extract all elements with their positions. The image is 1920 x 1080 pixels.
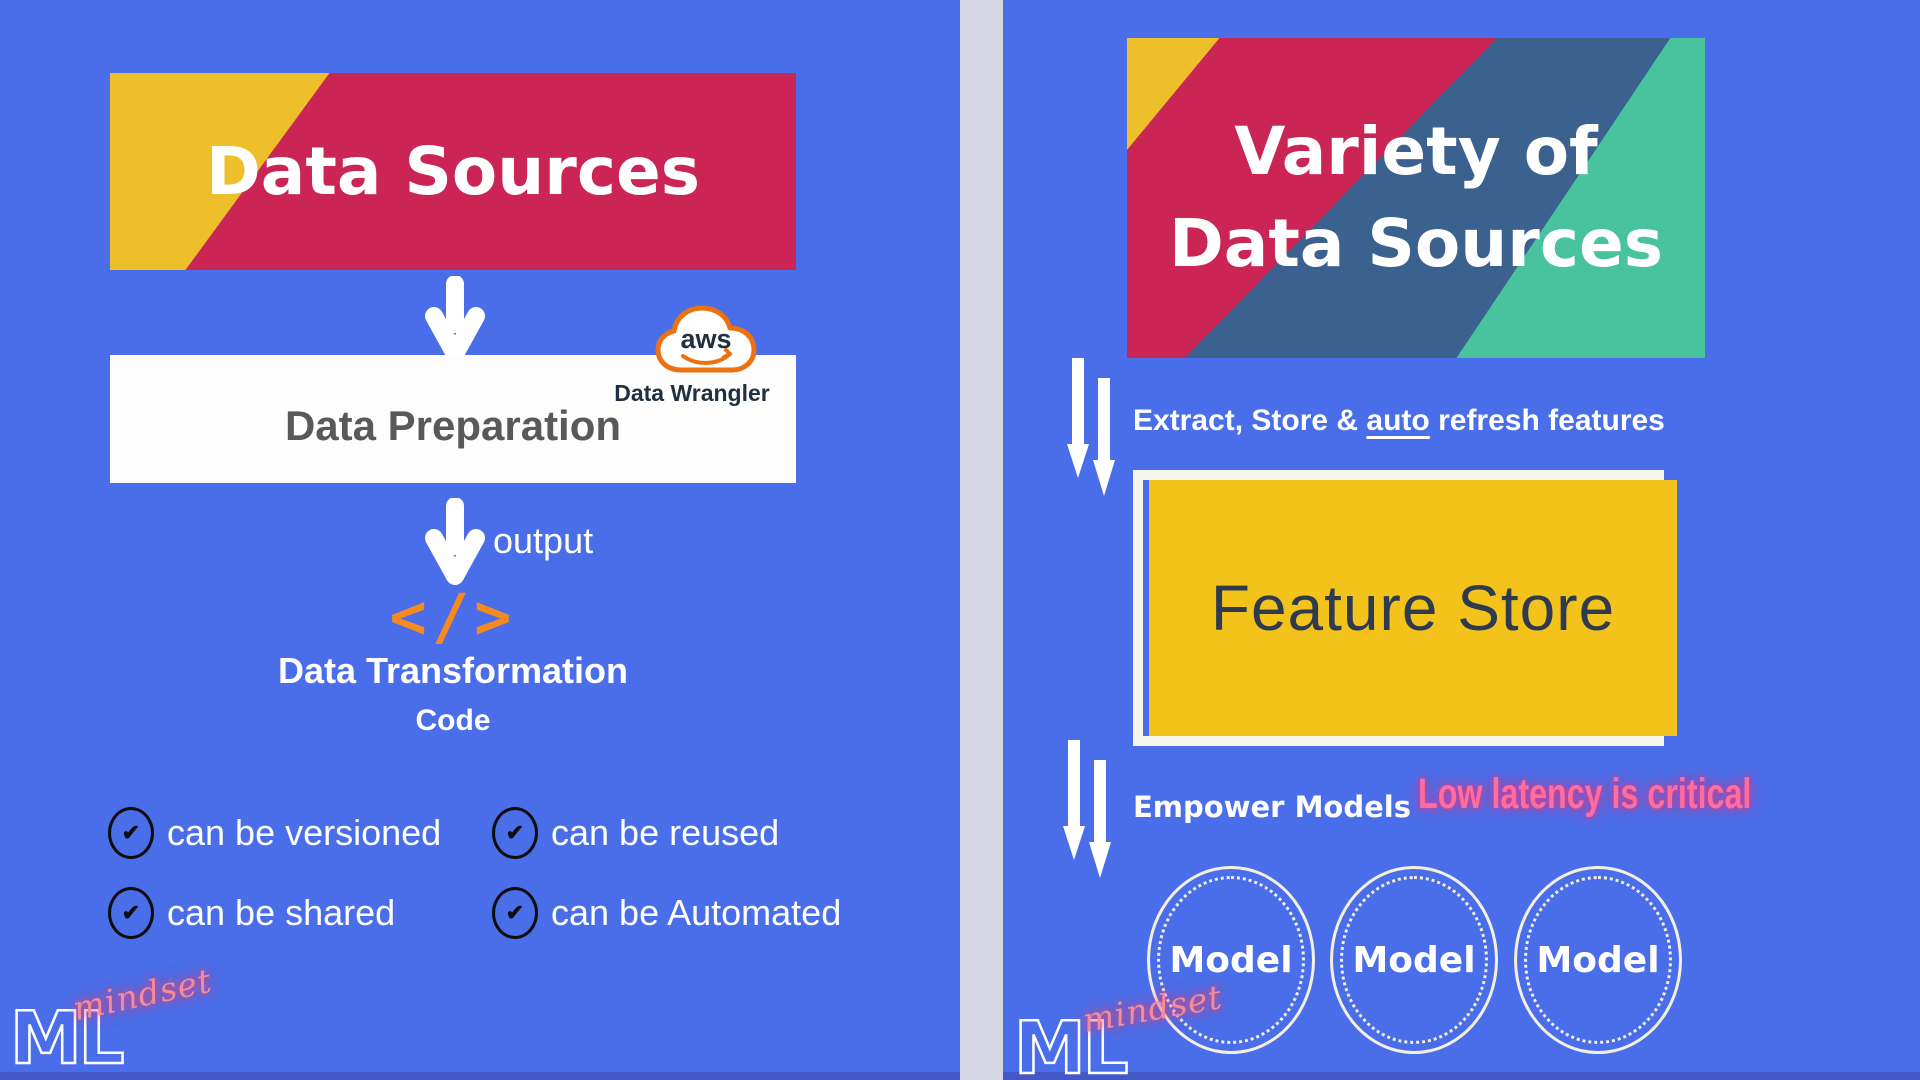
double-down-arrow-icon (1067, 358, 1115, 496)
circle-outer-ring (1330, 866, 1498, 1054)
low-latency-note: Low latency is critical (1418, 770, 1752, 818)
check-label: can be versioned (167, 812, 442, 853)
check-icon: ✔ (492, 807, 538, 859)
check-label: can be reused (551, 812, 780, 853)
circle-outer-ring (1514, 866, 1682, 1054)
code-icon: </> (389, 580, 517, 653)
model-circle: Model (1330, 866, 1498, 1054)
circle-outer-ring (1147, 866, 1315, 1054)
data-preparation-title: Data Preparation (284, 402, 622, 449)
panel-divider (960, 0, 1003, 1080)
circle-inner-ring (1524, 876, 1672, 1044)
check-icon: ✔ (108, 807, 154, 859)
double-down-arrow-icon (1063, 740, 1111, 878)
check-item: ✔ can be versioned (108, 806, 441, 860)
data-preparation-box: Data Preparation (110, 355, 796, 483)
ml-brand-logo: ML (9, 996, 126, 1080)
model-circle: Model (1514, 866, 1682, 1054)
data-transformation-subtitle: Code (415, 704, 491, 737)
down-arrow-icon (425, 276, 485, 363)
check-icon: ✔ (108, 887, 154, 939)
data-sources-title: Data Sources (206, 133, 700, 210)
model-label: Model (1169, 939, 1293, 981)
data-sources-header: Data Sources (110, 73, 796, 270)
output-label: output (493, 520, 594, 561)
data-wrangler-label: Data Wrangler (614, 380, 770, 406)
model-circle: Model (1147, 866, 1315, 1054)
circle-inner-ring (1157, 876, 1305, 1044)
check-item: ✔ can be reused (492, 806, 779, 860)
aws-cloud-icon: aws (655, 305, 757, 373)
variety-title-line2: Data Sources (1169, 205, 1663, 282)
variety-title-line1: Variety of (1234, 112, 1598, 190)
ml-brand-logo: ML (1013, 1006, 1130, 1080)
check-item: ✔ can be shared (108, 886, 395, 940)
empower-models-caption: Empower Models (1133, 790, 1411, 824)
auto-underlined-word: auto (1366, 404, 1430, 437)
circle-inner-ring (1340, 876, 1488, 1044)
extract-store-caption: Extract, Store & auto refresh features (1133, 404, 1665, 437)
feature-store-label: Feature Store (1210, 572, 1616, 644)
feature-store-box: Feature Store (1149, 480, 1677, 736)
aws-logo-text: aws (680, 324, 731, 354)
check-label: can be shared (167, 892, 396, 933)
check-icon: ✔ (492, 887, 538, 939)
model-label: Model (1352, 939, 1476, 981)
data-transformation-title: Data Transformation (277, 650, 629, 691)
check-item: ✔ can be Automated (492, 886, 841, 940)
mindset-brand-script: mindset (69, 960, 216, 1029)
check-label: can be Automated (551, 892, 842, 933)
model-label: Model (1536, 939, 1660, 981)
down-arrow-icon (425, 498, 485, 585)
variety-header: Variety of Data Sources (1127, 38, 1705, 358)
